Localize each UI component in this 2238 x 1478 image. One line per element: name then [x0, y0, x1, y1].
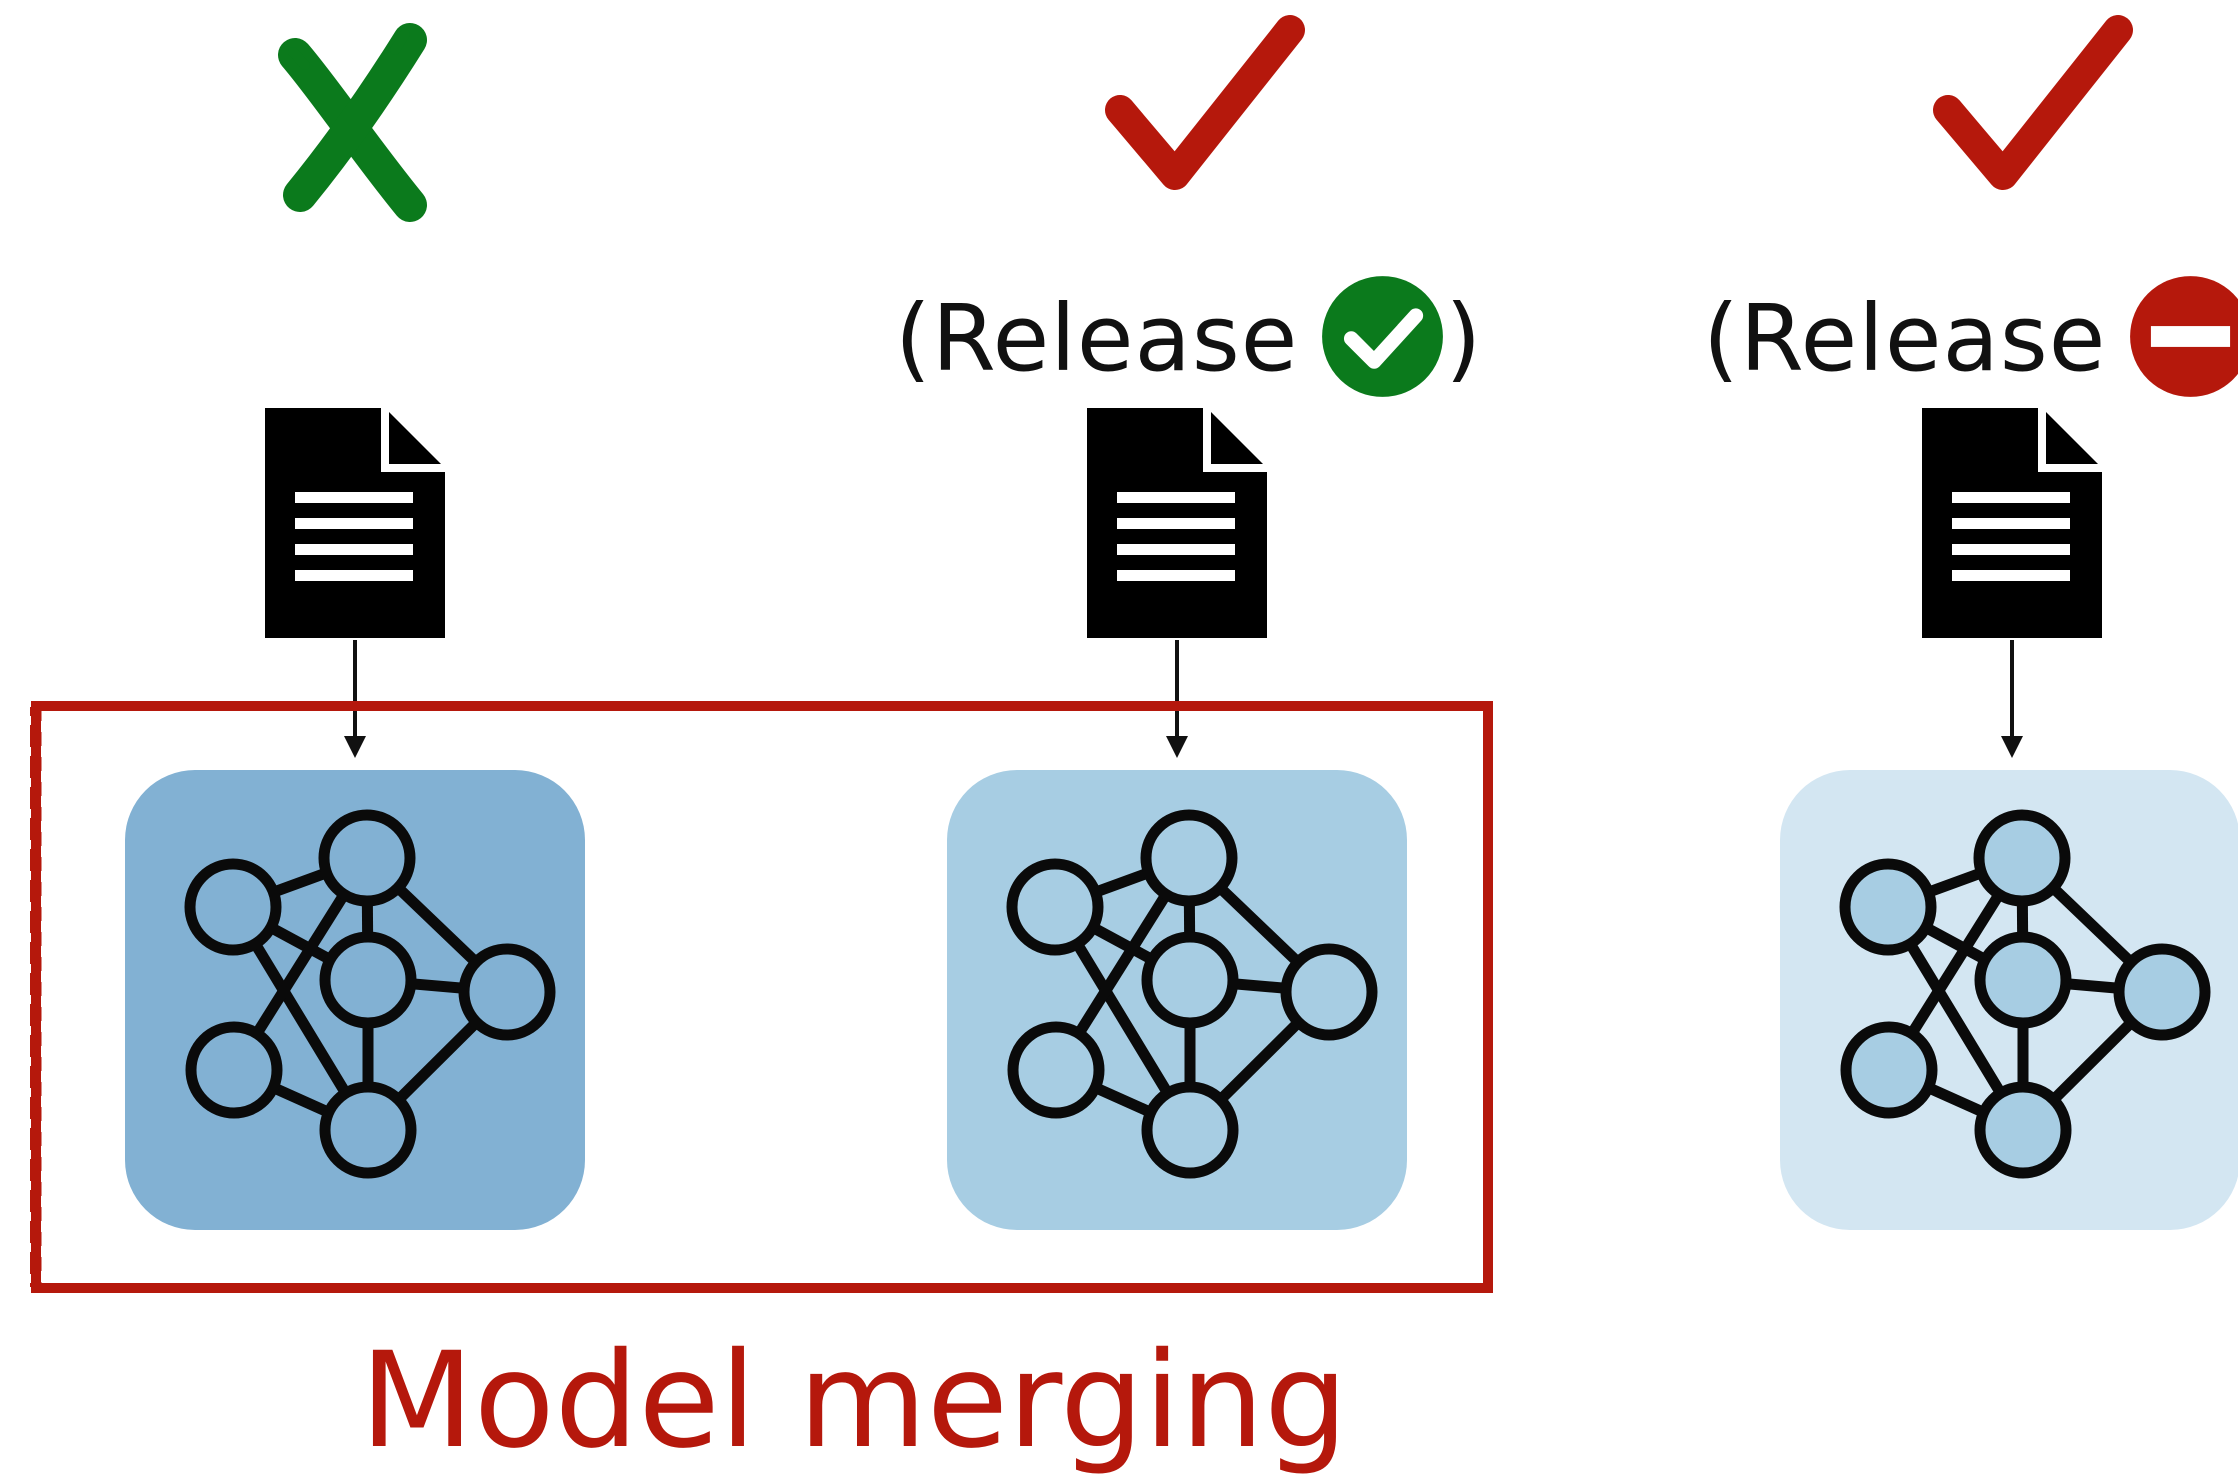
release-close-paren: ) — [1445, 284, 1482, 392]
release-text: (Release — [1703, 284, 2107, 392]
model-merging-box — [30, 701, 1493, 1293]
neural-network-icon — [1839, 809, 2211, 1179]
red-check-icon — [1105, 15, 1305, 190]
document-icon — [1087, 408, 1267, 638]
green-cross-icon — [278, 23, 427, 222]
red-check-icon — [1933, 15, 2133, 190]
model-card-1 — [125, 770, 585, 1230]
down-arrow-icon — [344, 640, 366, 758]
document-icon — [1922, 408, 2102, 638]
green-check-circle-icon — [1322, 276, 1444, 397]
red-no-entry-icon — [2130, 276, 2238, 397]
neural-network-icon — [1006, 809, 1378, 1179]
model-merging-label: Model merging — [360, 1324, 1348, 1478]
document-icon — [265, 408, 445, 638]
release-label-model-2: (Release ) — [895, 276, 1482, 407]
release-label-model-3: (Release — [1703, 276, 2238, 407]
release-text: (Release — [895, 284, 1299, 392]
neural-network-icon — [184, 809, 556, 1179]
model-card-3 — [1780, 770, 2238, 1230]
model-card-2 — [947, 770, 1407, 1230]
down-arrow-icon — [1166, 640, 1188, 758]
down-arrow-icon — [2001, 640, 2023, 758]
